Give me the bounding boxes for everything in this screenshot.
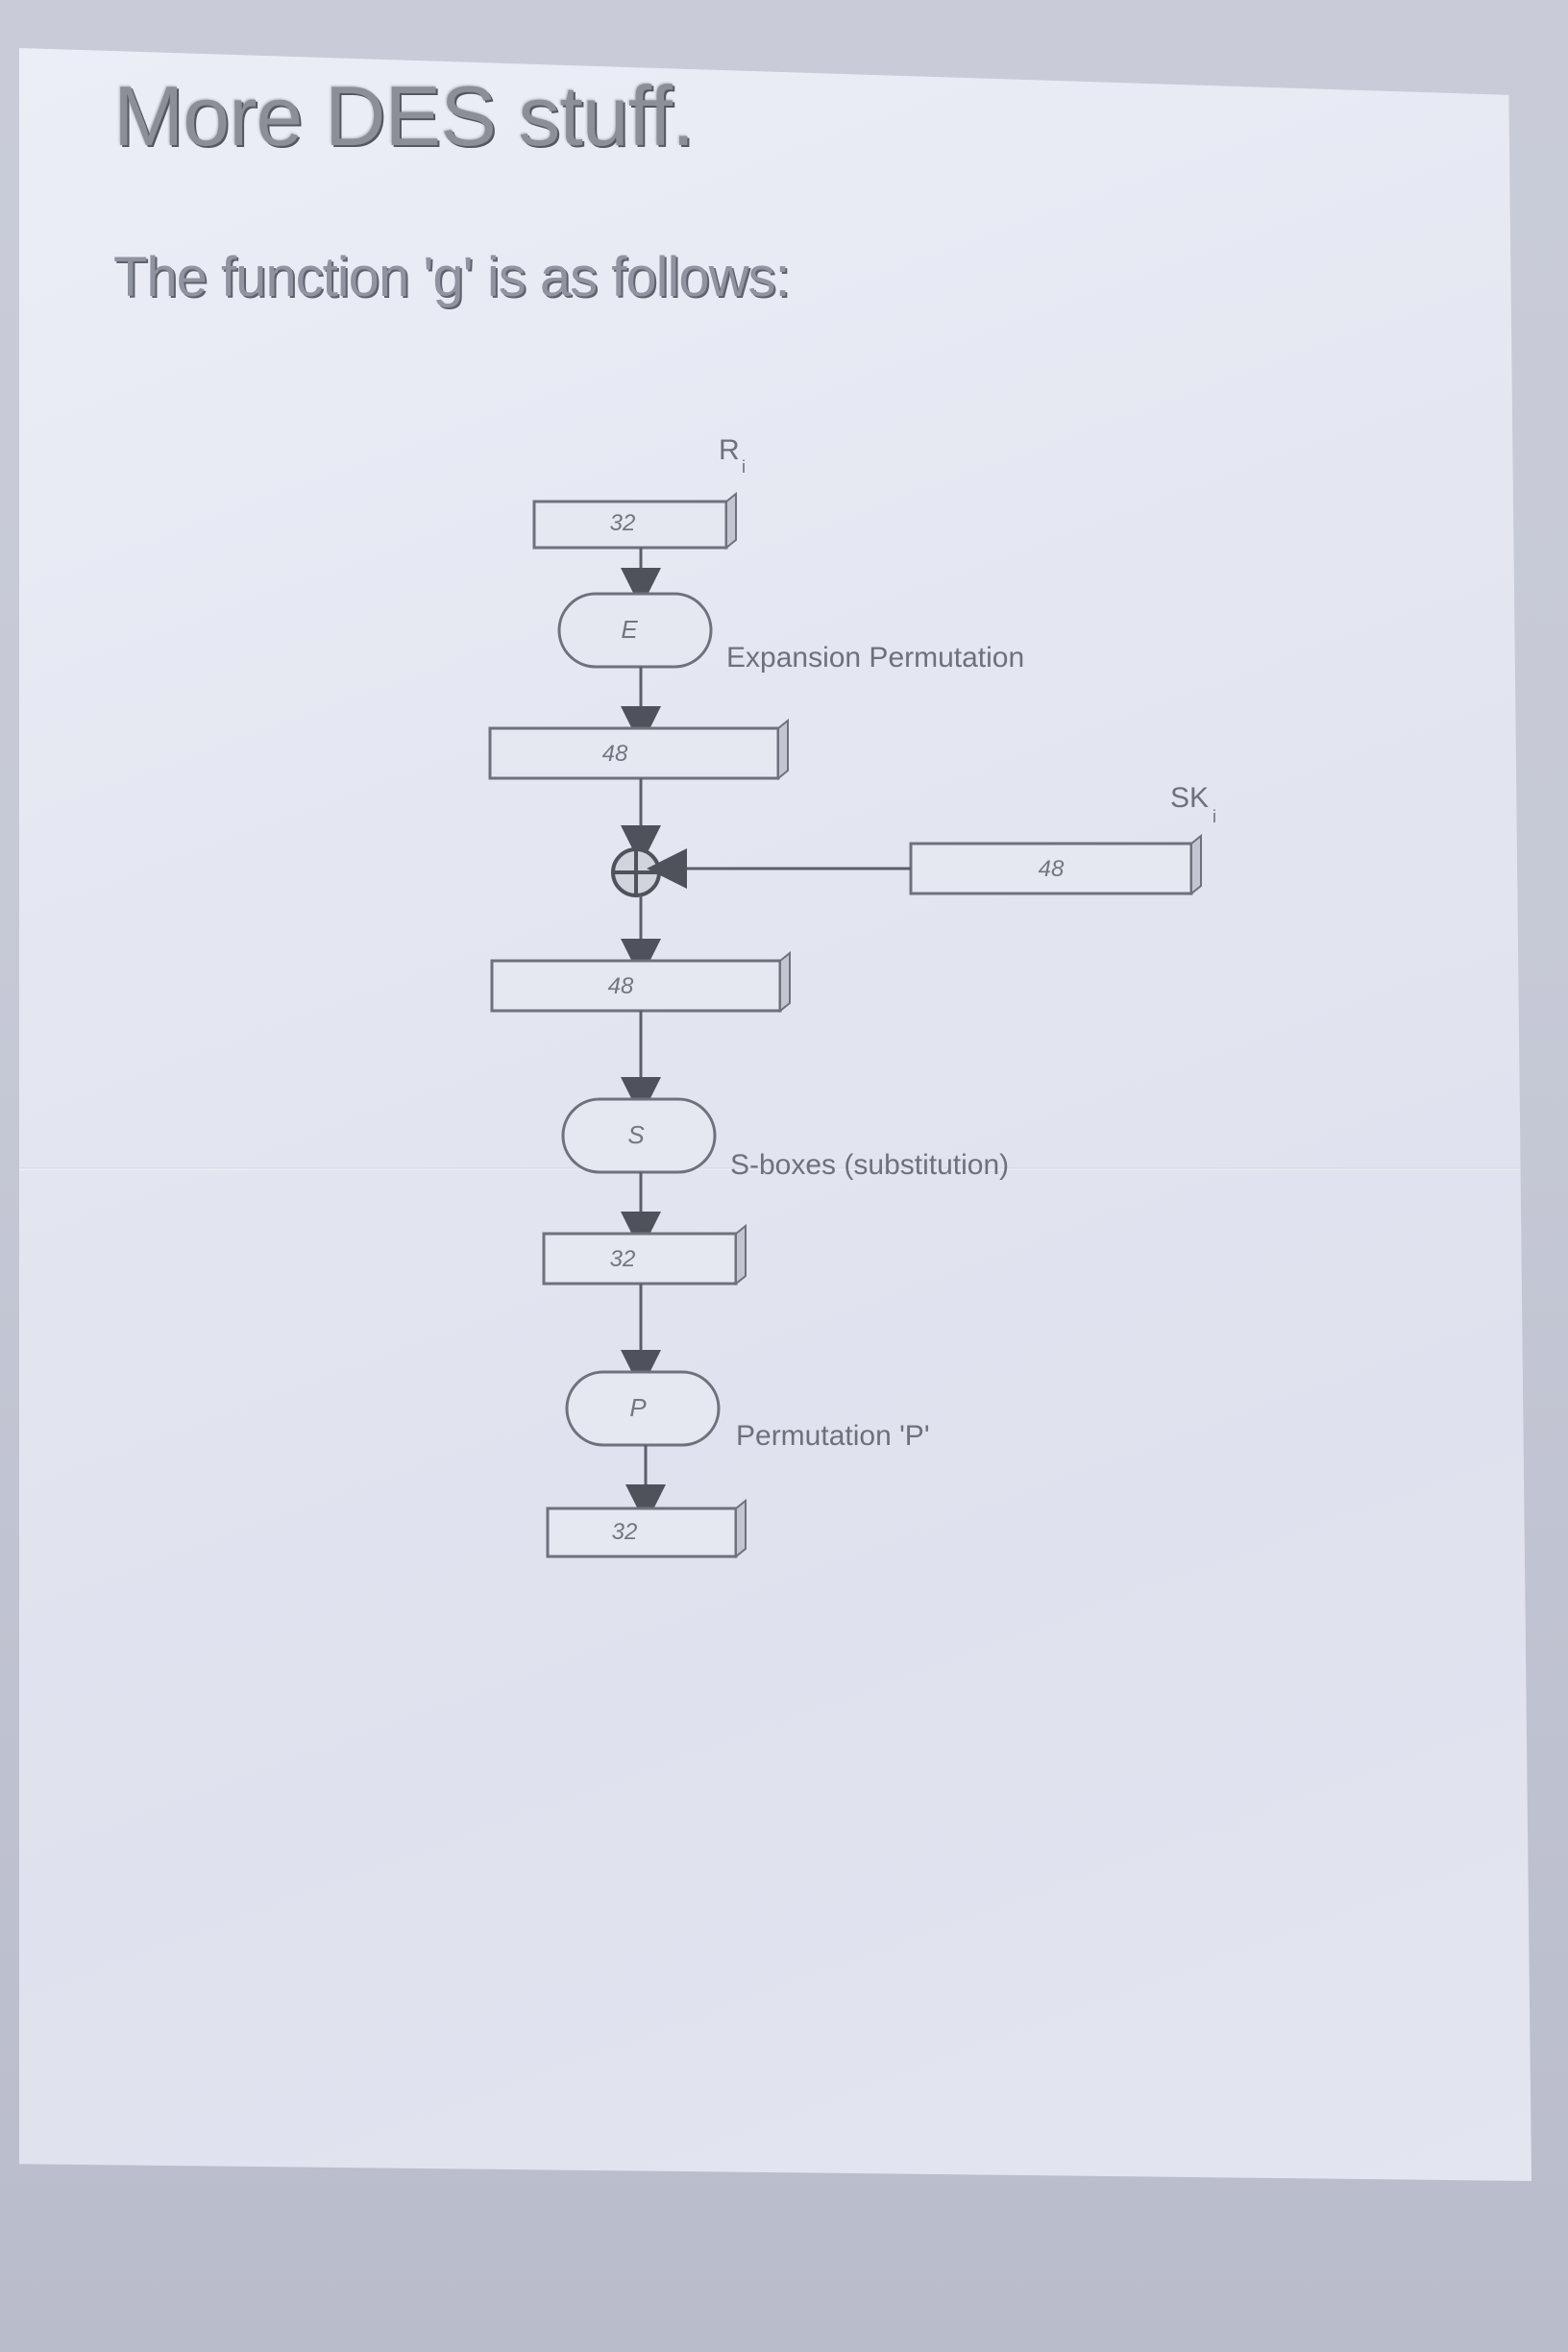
sbox-description: S-boxes (substitution) (730, 1149, 1009, 1181)
output-block-label: 32 (612, 1519, 638, 1545)
input-label: R (719, 434, 740, 466)
xored-block-label: 48 (608, 973, 634, 999)
paper-sheet (19, 48, 1531, 2181)
input-block-32: 32 (532, 491, 737, 551)
sbox-operation: S (561, 1097, 717, 1174)
input-subscript: i (742, 457, 746, 477)
key-subscript: i (1213, 807, 1216, 826)
xored-block-48: 48 (490, 950, 791, 1014)
document-subtitle: The function 'g' is as follows: (113, 246, 791, 308)
subkey-block-48: 48 (909, 833, 1202, 896)
paper-fold (19, 1167, 1531, 1170)
permutation-op-label: P (629, 1393, 647, 1422)
xor-icon (611, 847, 661, 897)
permutation-operation: P (565, 1370, 721, 1447)
substituted-block-32: 32 (542, 1223, 747, 1286)
substituted-block-label: 32 (610, 1246, 636, 1272)
output-block-32: 32 (546, 1498, 747, 1559)
document-title: More DES stuff. (113, 68, 695, 163)
key-label: SK (1170, 782, 1209, 814)
expanded-block-48: 48 (488, 718, 789, 781)
expansion-description: Expansion Permutation (726, 642, 1024, 674)
permutation-description: Permutation 'P' (736, 1420, 930, 1452)
sbox-op-label: S (627, 1120, 645, 1149)
expansion-op-label: E (621, 615, 638, 644)
input-block-label: 32 (610, 510, 636, 536)
expansion-operation: E (557, 592, 713, 669)
expanded-block-label: 48 (602, 741, 628, 767)
subkey-block-label: 48 (1039, 856, 1065, 882)
